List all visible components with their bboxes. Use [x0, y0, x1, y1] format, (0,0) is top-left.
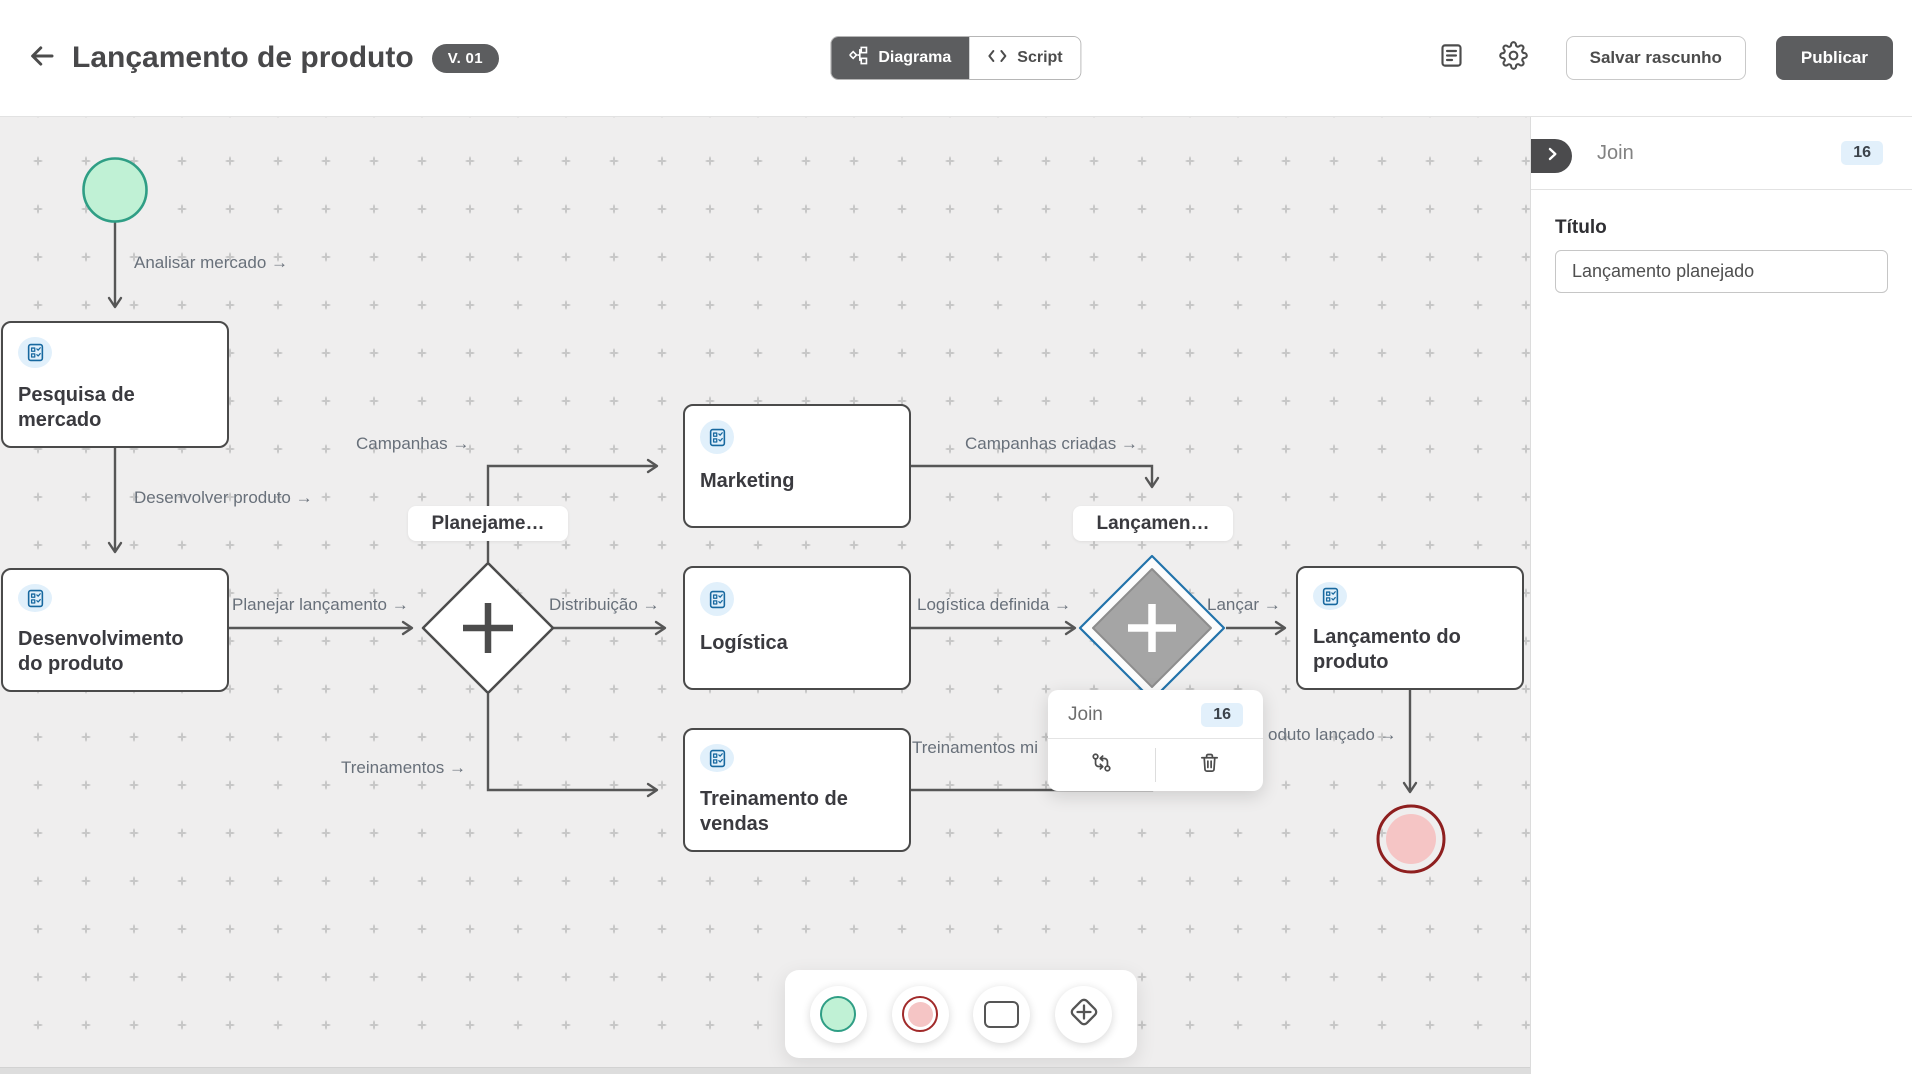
tab-diagrama-label: Diagrama: [878, 49, 952, 66]
tab-diagrama[interactable]: Diagrama: [831, 37, 970, 79]
edge-label[interactable]: oduto lançado →: [1268, 725, 1397, 744]
title-input[interactable]: [1555, 250, 1888, 293]
route-swap-icon: [1090, 751, 1113, 779]
selection-popup: Join 16: [1048, 690, 1263, 791]
popup-header: Join 16: [1048, 690, 1263, 738]
shape-toolbar: [785, 970, 1137, 1058]
count-badge: 16: [1201, 703, 1243, 727]
settings-button[interactable]: [1494, 38, 1534, 78]
edge-label[interactable]: Planejar lançamento →: [232, 595, 409, 614]
node-title: Logística: [700, 632, 788, 654]
edge-label[interactable]: Logística definida →: [917, 595, 1072, 614]
gateway-join-node-selected[interactable]: [1078, 554, 1226, 702]
gateway-split-node[interactable]: [421, 561, 555, 695]
title-field-label: Título: [1555, 217, 1607, 238]
edge-campanhas-criadas[interactable]: [911, 464, 1160, 489]
arrow-left-icon: [27, 41, 57, 76]
end-event-node[interactable]: [1376, 804, 1446, 874]
node-desenvolvimento-do-produto[interactable]: Desenvolvimento do produto: [1, 568, 229, 692]
page-title: Lançamento de produto: [72, 41, 414, 74]
task-icon: [700, 420, 734, 454]
task-icon: [700, 744, 734, 773]
task-icon: [1313, 582, 1347, 611]
node-logistica[interactable]: Logística: [683, 566, 911, 690]
diagram-canvas[interactable]: Pesquisa de mercado Desenvolvimento do p…: [0, 117, 1530, 1074]
document-icon: [1438, 42, 1465, 74]
task-icon: [700, 582, 734, 616]
divider: [1155, 748, 1156, 782]
horizontal-scrollbar[interactable]: [0, 1067, 1530, 1074]
tab-script[interactable]: Script: [969, 37, 1081, 79]
edge-treinamentos[interactable]: [486, 694, 659, 798]
node-title: Treinamento de vendas: [700, 788, 848, 835]
edge-label[interactable]: Campanhas criadas →: [965, 434, 1138, 453]
diagram-icon: [848, 46, 868, 70]
back-button[interactable]: [24, 40, 60, 76]
chevron-right-icon: [1542, 144, 1562, 169]
tool-task-button[interactable]: [973, 985, 1031, 1043]
task-icon: [18, 584, 52, 613]
edge-label[interactable]: Campanhas →: [356, 434, 470, 453]
tool-start-event-button[interactable]: [809, 985, 867, 1043]
trash-icon: [1198, 751, 1221, 779]
end-event-icon: [902, 996, 939, 1032]
topbar: Lançamento de produto V. 01 Diagrama Scr…: [0, 0, 1912, 117]
panel-header: Join 16: [1531, 117, 1912, 190]
node-lancamento-do-produto[interactable]: Lançamento do produto: [1296, 566, 1524, 690]
edge-label[interactable]: Treinamentos →: [341, 758, 467, 777]
node-marketing[interactable]: Marketing: [683, 404, 911, 528]
node-pesquisa-de-mercado[interactable]: Pesquisa de mercado: [1, 321, 229, 448]
save-draft-button[interactable]: Salvar rascunho: [1565, 36, 1746, 80]
gear-icon: [1499, 41, 1528, 75]
edges-layer: [82, 157, 1446, 874]
popup-title: Join: [1068, 704, 1103, 725]
topbar-actions: Salvar rascunho Publicar: [1432, 36, 1893, 80]
node-treinamento-de-vendas[interactable]: Treinamento de vendas: [683, 728, 911, 852]
node-title: Lançamento do produto: [1313, 626, 1461, 673]
task-icon: [18, 337, 52, 369]
node-title: Pesquisa de mercado: [18, 384, 135, 431]
notes-button[interactable]: [1432, 38, 1472, 78]
panel-header-label: Join: [1597, 141, 1634, 164]
edge-label[interactable]: Treinamentos mi: [912, 738, 1038, 757]
publish-button[interactable]: Publicar: [1775, 36, 1893, 80]
tab-script-label: Script: [1017, 49, 1063, 66]
edge-label[interactable]: Distribuição →: [549, 595, 660, 614]
version-badge: V. 01: [431, 43, 499, 73]
edge-label[interactable]: Lançar →: [1207, 595, 1281, 614]
properties-panel: Join 16 Título: [1530, 117, 1912, 1074]
popup-actions: [1048, 739, 1263, 791]
start-event-icon: [820, 996, 857, 1032]
gateway-plus-icon: [1066, 994, 1102, 1035]
tool-end-event-button[interactable]: [891, 985, 949, 1043]
tool-gateway-button[interactable]: [1055, 985, 1113, 1043]
edge-label[interactable]: Desenvolver produto →: [134, 488, 313, 507]
gateway-label-pill[interactable]: Lançamen…: [1073, 506, 1233, 541]
divider: [1048, 738, 1263, 739]
count-badge: 16: [1841, 141, 1883, 165]
panel-body: Título: [1531, 190, 1912, 320]
node-title: Marketing: [700, 470, 795, 492]
delete-button[interactable]: [1156, 739, 1263, 791]
edge-label[interactable]: Analisar mercado →: [134, 253, 289, 272]
gateway-label-pill[interactable]: Planejame…: [408, 506, 568, 541]
code-icon: [987, 48, 1007, 69]
start-event-node[interactable]: [82, 157, 148, 223]
view-toggle: Diagrama Script: [830, 36, 1082, 80]
panel-collapse-button[interactable]: [1531, 139, 1572, 173]
reroute-button[interactable]: [1048, 739, 1155, 791]
node-title: Desenvolvimento do produto: [18, 628, 184, 675]
task-shape-icon: [984, 1000, 1020, 1028]
